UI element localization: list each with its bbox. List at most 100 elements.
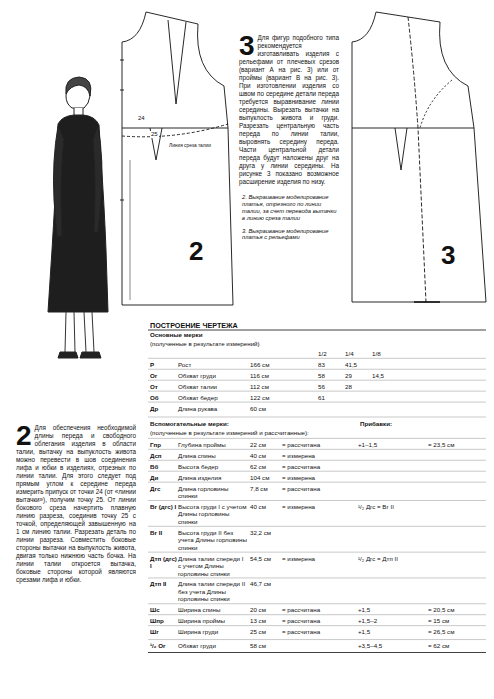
table-cell: ¹/₂ Ог	[150, 642, 177, 649]
table-cell: = рассчитана	[282, 441, 340, 448]
table-cell: 29	[345, 372, 367, 379]
table-cell: 1/8	[372, 350, 394, 357]
table-cell: 14,5	[372, 372, 394, 379]
table-rule	[148, 471, 486, 472]
body-text: Для обеспечения необходимой длины переда…	[16, 424, 136, 584]
body-text: Для фигур подобного типа рекомендуется и…	[239, 34, 339, 186]
table-cell: 20 см	[250, 606, 280, 613]
table-cell: 61	[318, 394, 340, 401]
table-cell: 41,5	[345, 361, 367, 368]
table-cell: = 26,5 см	[428, 628, 486, 635]
table-cell: = измерена	[282, 503, 340, 510]
table-cell: = 15 см	[428, 617, 486, 624]
table-cell: Гпр	[150, 441, 177, 448]
table-cell: Прибавки:	[360, 420, 420, 427]
table-cell: 7,8 см	[250, 485, 280, 492]
table-cell: Рост	[178, 361, 248, 368]
table-cell: Р	[150, 361, 177, 368]
figure-number: 3	[440, 240, 456, 271]
drop-cap: 2	[16, 424, 32, 448]
pattern-drawing-2	[120, 12, 233, 305]
table-cell: = измерена	[282, 474, 340, 481]
table-cell: 104 см	[250, 474, 280, 481]
table-rule	[148, 417, 486, 418]
table-cell: Длина рукава	[178, 405, 248, 412]
table-cell: +1–1,5	[358, 441, 426, 448]
table-cell: ¹/₂ Дгс = Дтп II	[358, 555, 426, 562]
table-rule	[148, 391, 486, 392]
table-cell: Высота бедер	[178, 463, 248, 470]
table-cell: 13 см	[250, 617, 280, 624]
figure-number: 2	[188, 236, 204, 267]
table-cell: Ог	[150, 372, 177, 379]
callout-label: 25	[150, 131, 159, 138]
table-cell: = рассчитана	[282, 628, 340, 635]
table-cell: Обхват груди	[178, 642, 248, 649]
table-cell: 28	[345, 383, 367, 390]
table-cell: 1/4	[345, 350, 367, 357]
table-cell: Обхват груди	[178, 372, 248, 379]
figure-caption: 3. Выкраивание моделирование платья с ре…	[242, 228, 338, 242]
table-cell: = 20,5 см	[428, 606, 486, 613]
table-rule	[148, 526, 486, 527]
table-cell: 58	[318, 372, 340, 379]
table-rule	[148, 438, 486, 439]
table-rule	[148, 603, 486, 604]
table-cell: = 23,5 см	[428, 441, 486, 448]
table-rule	[148, 552, 486, 553]
table-cell: (полученные в результате измерений и рас…	[150, 429, 355, 436]
table-cell: 116 см	[250, 372, 280, 379]
callout-label: 24	[137, 115, 146, 122]
table-cell: От	[150, 383, 177, 390]
table-cell: Дгс	[150, 485, 177, 492]
table-cell: Дсп	[150, 452, 177, 459]
table-cell: 83	[318, 361, 340, 368]
table-cell: +1,5	[358, 606, 426, 613]
table-rule	[148, 500, 486, 501]
table-cell: 22 см	[250, 441, 280, 448]
table-cell: 54,5 см	[250, 555, 280, 562]
table-rule	[148, 577, 486, 578]
table-rule	[148, 402, 486, 403]
drop-cap: 3	[239, 34, 255, 58]
table-cell: 1/2	[318, 350, 340, 357]
table-cell: = рассчитана	[282, 485, 340, 492]
table-cell: 166 см	[250, 361, 280, 368]
table-cell: 62 см	[250, 463, 280, 470]
table-cell: Длина талии спереди I с учетом Длины гор…	[178, 555, 248, 577]
table-cell: 58 см	[250, 642, 280, 649]
table-rule	[148, 369, 486, 370]
table-cell: +3,5–4,5	[358, 642, 426, 649]
table-cell: Глубина проймы	[178, 441, 248, 448]
table-cell: Длина спины	[178, 452, 248, 459]
table-rule	[148, 625, 486, 626]
table-cell: 32,2 см	[250, 529, 280, 536]
table-rule	[148, 358, 486, 359]
table-cell: Длина изделия	[178, 474, 248, 481]
table-cell: +1,5–2	[358, 617, 426, 624]
table-cell: Ширина спины	[178, 606, 248, 613]
table-cell: 60 см	[250, 405, 280, 412]
table-rule	[148, 380, 486, 381]
table-cell: 56	[318, 383, 340, 390]
table-cell: = рассчитана	[282, 617, 340, 624]
table-cell: Вб	[150, 463, 177, 470]
table-cell: 25 см	[250, 628, 280, 635]
table-cell: Обхват талии	[178, 383, 248, 390]
table-rule	[148, 614, 486, 615]
table-cell: 112 см	[250, 383, 280, 390]
table-cell: Ди	[150, 474, 177, 481]
table-cell: Обхват бедер	[178, 394, 248, 401]
table-cell: ¹/₂ Дгс = Вг II	[358, 503, 426, 510]
table-cell: = измерена	[282, 452, 340, 459]
figure-caption: 2. Выкраивание моделирование платья, отр…	[242, 194, 338, 222]
table-heading: ПОСТРОЕНИЕ ЧЕРТЕЖА	[150, 322, 238, 331]
table-cell: Дтп (дгс) I	[150, 555, 177, 570]
table-cell: = рассчитана	[282, 606, 340, 613]
table-cell: 122 см	[250, 394, 280, 401]
table-cell: Высота груди I с учетом Длины горловины …	[178, 503, 248, 525]
table-cell: Вспомогательные мерки:	[150, 420, 355, 427]
table-cell: = 62 см	[428, 642, 486, 649]
table-cell: Шг	[150, 628, 177, 635]
table-cell: Вг (дгс) I	[150, 503, 177, 510]
